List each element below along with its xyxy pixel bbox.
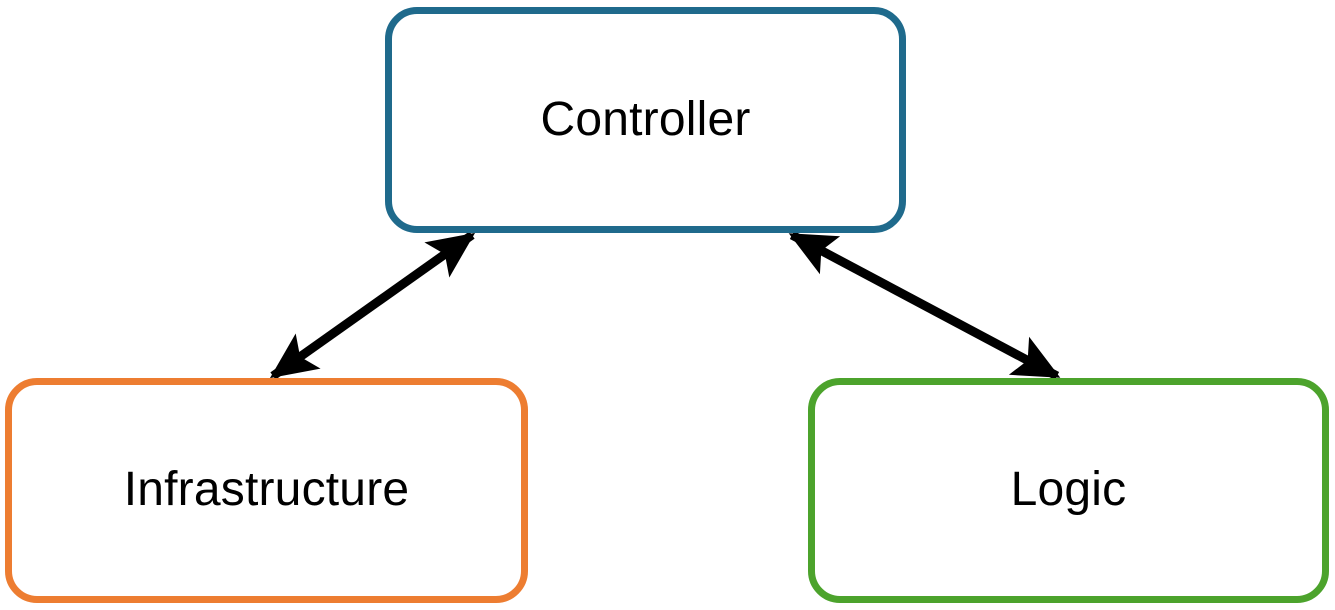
node-logic[interactable]: Logic xyxy=(808,378,1329,603)
node-infrastructure[interactable]: Infrastructure xyxy=(5,378,528,603)
node-infrastructure-label: Infrastructure xyxy=(123,463,410,517)
node-controller-label: Controller xyxy=(540,92,751,146)
edge-controller-logic xyxy=(788,231,1061,380)
edge-controller-infrastructure xyxy=(269,231,476,380)
node-controller[interactable]: Controller xyxy=(385,7,906,233)
node-logic-label: Logic xyxy=(1010,463,1127,517)
